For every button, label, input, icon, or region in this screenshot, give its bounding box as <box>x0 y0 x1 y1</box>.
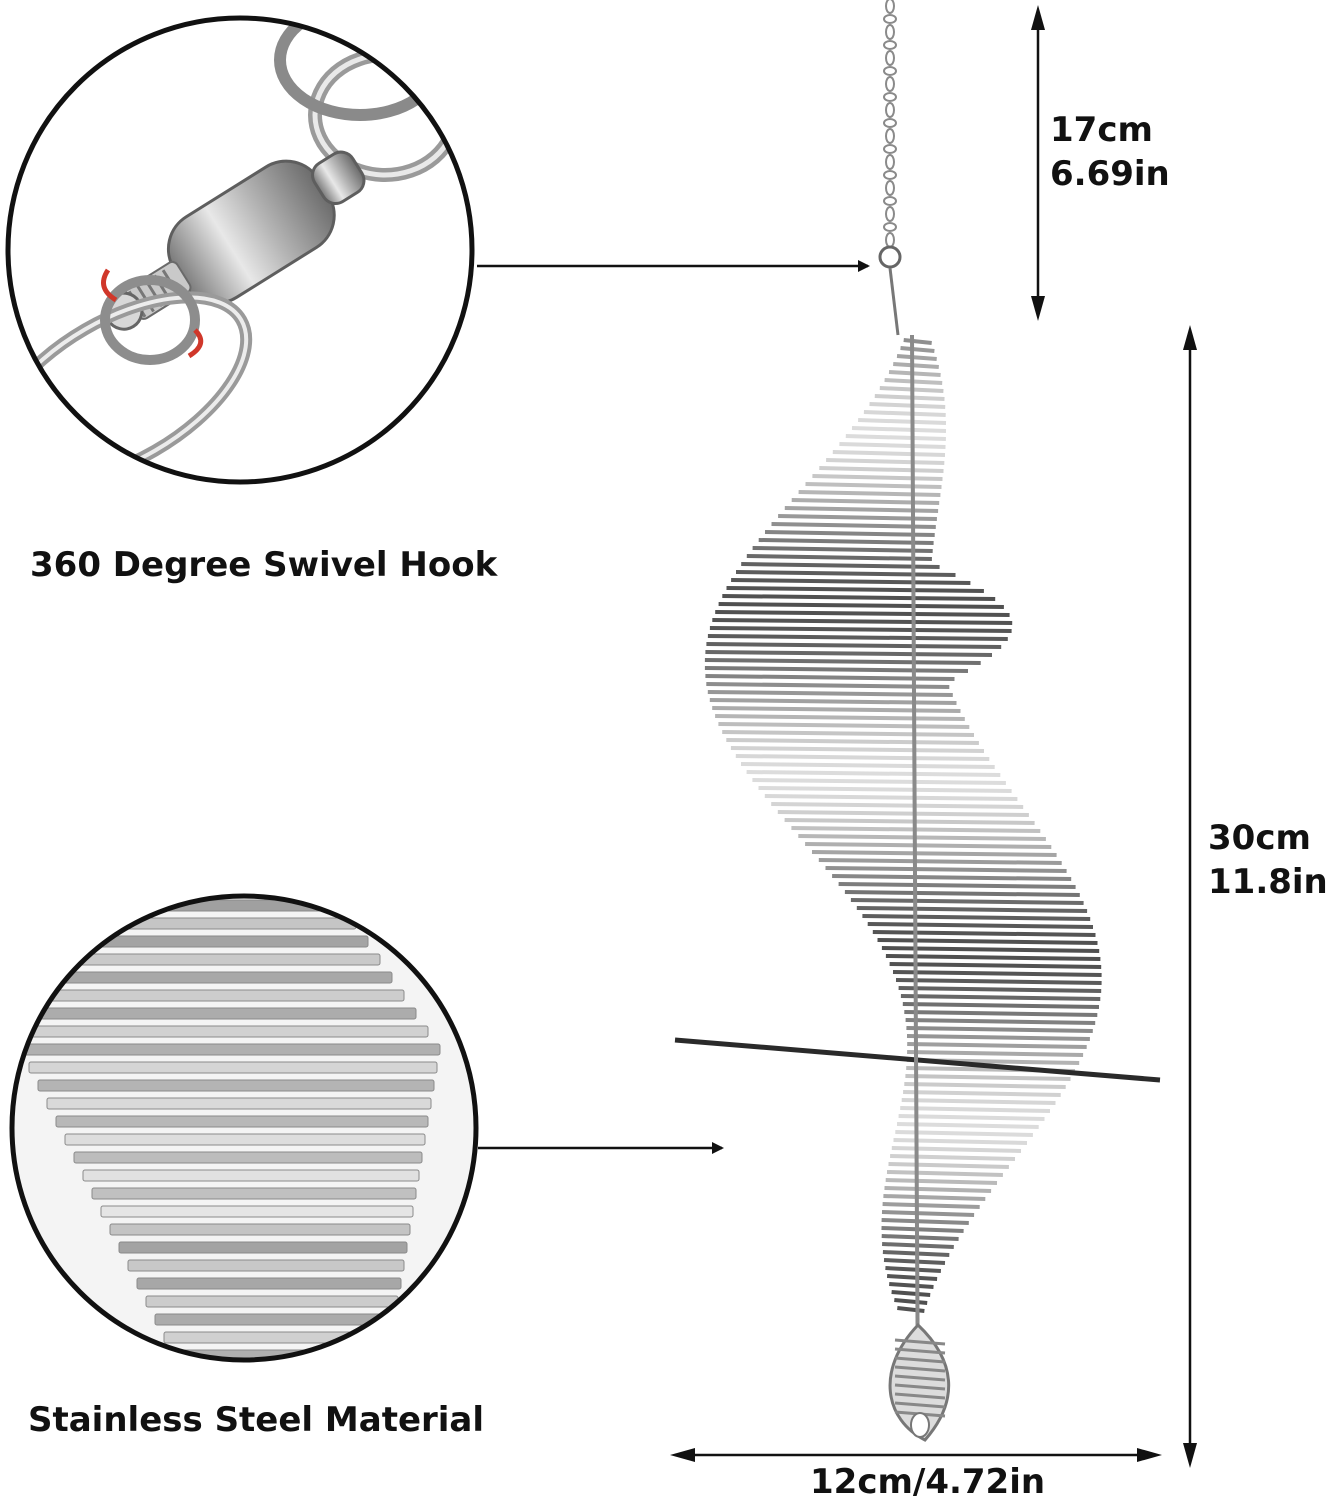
top-circle-border <box>5 15 475 485</box>
hanging-chain <box>883 0 897 248</box>
swivel-hook-closeup <box>8 18 472 482</box>
chain-length-in: 6.69in <box>1050 154 1170 194</box>
height-label: 30cm 11.8in <box>1208 816 1328 904</box>
hook-ring <box>878 245 902 269</box>
chain-length-cm: 17cm <box>1050 110 1153 150</box>
width-arrow <box>670 1448 1162 1462</box>
swivel-hook-caption: 360 Degree Swivel Hook <box>30 545 498 585</box>
width-label: 12cm/4.72in <box>810 1462 1046 1502</box>
bottom-circle-border <box>9 893 479 1363</box>
height-in: 11.8in <box>1208 862 1328 902</box>
spinner-center-rod <box>910 334 920 1411</box>
chain-length-arrow <box>1031 5 1045 321</box>
steel-strips-closeup <box>12 896 476 1360</box>
material-caption: Stainless Steel Material <box>28 1400 485 1440</box>
chain-length-label: 17cm 6.69in <box>1050 108 1170 196</box>
height-arrow <box>1183 325 1197 1468</box>
height-cm: 30cm <box>1208 818 1311 858</box>
spinner-bottom-ornament <box>888 1322 951 1442</box>
